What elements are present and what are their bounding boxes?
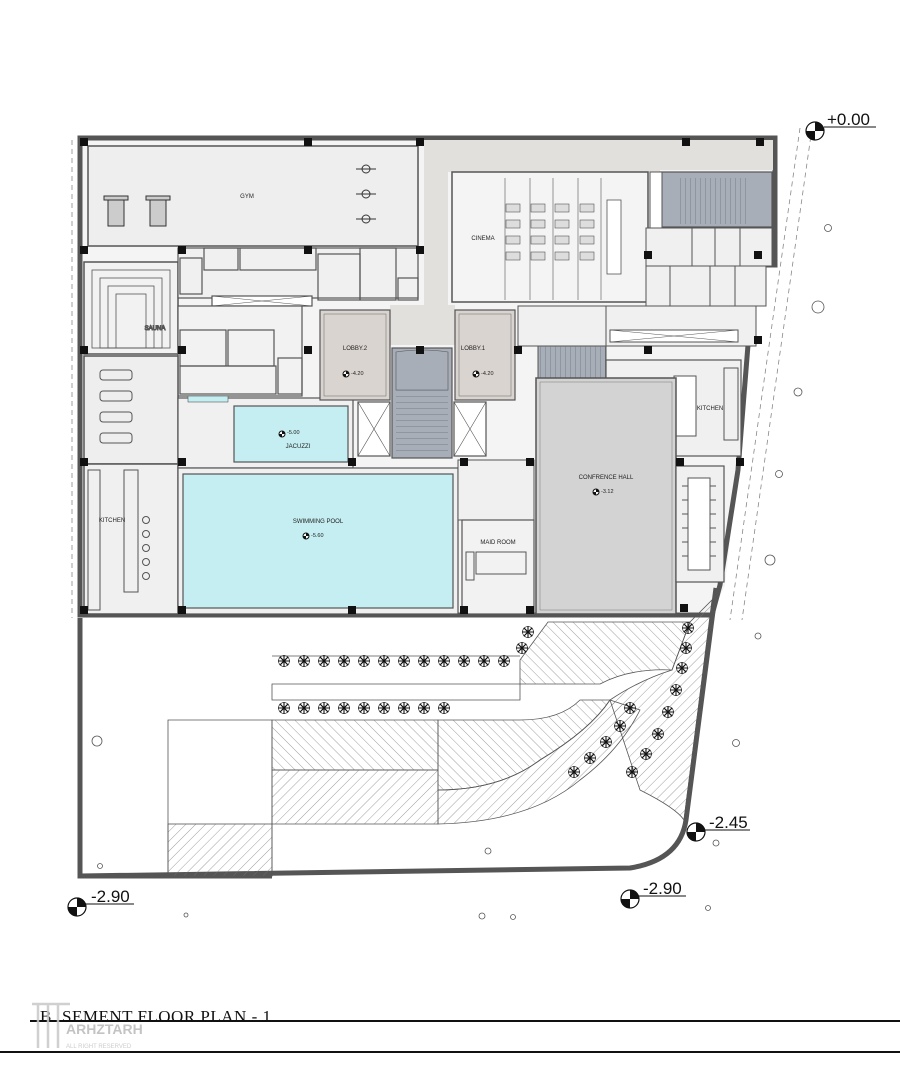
level-marker-icon (302, 532, 310, 540)
property-line (71, 127, 813, 621)
level-marker-icon (472, 370, 480, 378)
conference-label: CONFRENCE HALL (579, 475, 634, 481)
lobby-1: LOBBY.1 -4.20 (454, 309, 516, 401)
gym-equipment (103, 164, 376, 227)
level-marker-icon (592, 488, 600, 496)
lounge-area (83, 355, 179, 465)
logo-tagline: ALL RIGHT RESERVED (66, 1044, 132, 1050)
title-block: B SEMENT FLOOR PLAN - 1 (0, 1007, 900, 1053)
conference-level: -3.12 (601, 489, 614, 495)
jacuzzi-label: JACUZZI (286, 444, 311, 450)
swimming-pool: SWIMMING POOL -5.60 (177, 467, 459, 615)
sauna-room: SAUNA (83, 261, 179, 355)
elevation-top-right-text: +0.00 (827, 110, 870, 129)
lobby-corridor (390, 305, 455, 345)
elevation-symbol-icon (620, 889, 640, 909)
jacuzzi: JACUZZI -5.00 (177, 395, 354, 469)
lobby1-level: -4.20 (481, 371, 494, 377)
maid-room: MAID ROOM (457, 459, 535, 615)
elevation-marker-bottom-left: -2.90 (67, 887, 134, 917)
cinema-label: CINEMA (471, 236, 494, 242)
elevation-marker-right: -2.45 (686, 813, 750, 842)
sauna-label: SAUNA (145, 326, 166, 332)
top-right-stair (649, 171, 773, 229)
elevation-symbol-icon (686, 822, 706, 842)
watermark-logo: ARHZTARH ALL RIGHT RESERVED (32, 1002, 143, 1050)
maid-label: MAID ROOM (480, 540, 515, 546)
central-stair (357, 347, 487, 459)
elevation-bottom-left-text: -2.90 (91, 887, 130, 906)
elevation-symbol-icon (67, 897, 87, 917)
pool-label: SWIMMING POOL (293, 519, 344, 525)
lobby2-level: -4.20 (351, 371, 364, 377)
pool-level: -5.60 (311, 533, 324, 539)
site-wall (77, 587, 719, 879)
elevation-marker-top-right: +0.00 (805, 110, 876, 141)
meeting-room (675, 465, 725, 583)
elevation-symbol-icon (805, 121, 825, 141)
landscape-hatch (167, 598, 713, 877)
service-rooms-right (517, 227, 773, 347)
site-trees (91, 224, 832, 920)
lobby1-label: LOBBY.1 (461, 346, 486, 352)
cinema: CINEMA (451, 171, 649, 303)
elevation-bottom-mid-text: -2.90 (643, 879, 682, 898)
conference-stair (537, 345, 607, 379)
left-kitchen-label: KITCHEN (99, 518, 125, 524)
title-prefix: B (40, 1007, 52, 1026)
drawing-title: SEMENT FLOOR PLAN - 1 (62, 1007, 271, 1026)
conference-hall: CONFRENCE HALL -3.12 (535, 377, 677, 615)
level-marker-icon (342, 370, 350, 378)
gym-label: GYM (240, 194, 254, 200)
left-kitchen: KITCHEN (83, 463, 179, 615)
corridor (424, 140, 773, 305)
elevation-right-text: -2.45 (709, 813, 748, 832)
locker-rooms (177, 247, 419, 397)
elevation-marker-bottom-mid: -2.90 (620, 879, 686, 909)
lobby2-label: LOBBY.2 (343, 346, 368, 352)
logo-name: ARHZTARH (66, 1021, 143, 1037)
gym-room: GYM (87, 145, 419, 247)
jacuzzi-level: -5.00 (287, 430, 300, 436)
lobby-2: LOBBY.2 -4.20 (319, 309, 391, 401)
level-marker-icon (278, 430, 286, 438)
right-kitchen-label: KITCHEN (697, 406, 723, 412)
